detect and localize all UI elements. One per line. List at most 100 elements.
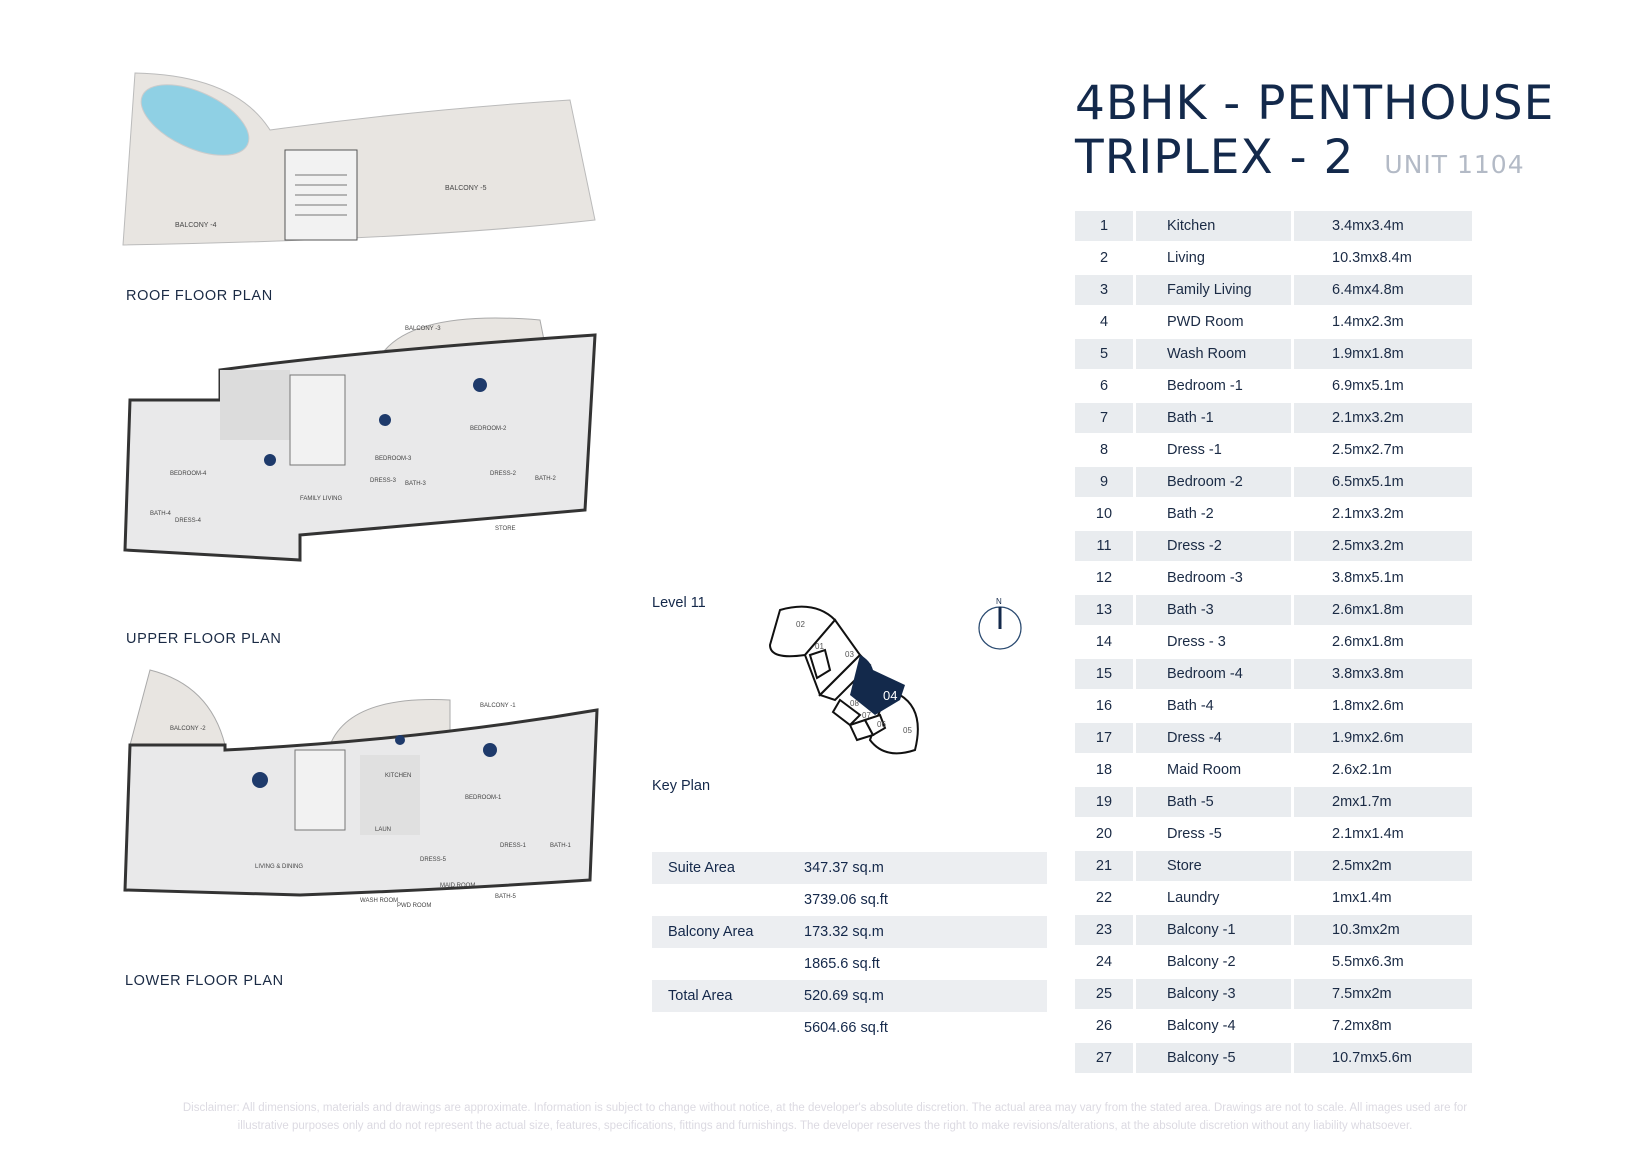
area-value: 347.37 sq.m [804,860,884,876]
key-plan-drawing: 01 02 03 05 06 07 08 04 [768,605,919,755]
room-label: BALCONY -5 [445,185,487,192]
room-row: 24 Balcony -2 5.5mx6.3m [1075,946,1472,978]
unit-label: 05 [903,726,912,735]
room-name: Maid Room [1167,762,1242,778]
room-label: DRESS-1 [500,843,527,849]
area-value: 3739.06 sq.ft [804,892,888,908]
room-name: Dress -1 [1167,442,1222,458]
room-number: 20 [1095,826,1113,842]
room-label: STORE [495,526,516,532]
room-dimensions: 5.5mx6.3m [1332,954,1404,970]
room-label: BALCONY -1 [480,703,516,709]
area-row: Total Area 520.69 sq.m [652,980,1047,1012]
room-label: DRESS-4 [175,518,202,524]
room-dimensions: 2.6mx1.8m [1332,634,1404,650]
room-number: 4 [1099,314,1109,330]
room-name: Bedroom -3 [1167,570,1243,586]
room-number: 10 [1095,506,1113,522]
area-value: 520.69 sq.m [804,988,884,1004]
room-label: DRESS-2 [490,471,517,477]
room-row: 8 Dress -1 2.5mx2.7m [1075,434,1472,466]
room-label: FAMILY LIVING [300,496,342,502]
room-number: 24 [1095,954,1113,970]
room-dimensions: 2.5mx3.2m [1294,531,1472,561]
room-dimensions: 7.5mx2m [1294,979,1472,1009]
upper-floor-plan-drawing: BALCONY -3 BEDROOM-2 BEDROOM-3 BEDROOM-4… [123,317,597,562]
unit-label: 08 [850,699,859,708]
lower-floor-plan-label: LOWER FLOOR PLAN [125,973,284,989]
room-dimensions: 10.3mx8.4m [1332,250,1412,266]
area-label: Total Area [668,988,733,1004]
room-name: Balcony -5 [1136,1043,1291,1073]
room-number: 2 [1099,250,1109,266]
room-name: Bedroom -4 [1136,659,1291,689]
room-label: DRESS-3 [370,478,397,484]
room-dimensions: 6.5mx5.1m [1294,467,1472,497]
roof-floor-plan-drawing: BALCONY -4 BALCONY -5 [122,72,596,246]
unit-label: 01 [815,642,824,651]
key-plan-label: Key Plan [652,778,711,794]
area-label: Balcony Area [668,924,754,940]
room-dimensions: 1.9mx1.8m [1294,339,1472,369]
room-label: BATH-2 [535,476,557,482]
room-label: BATH-4 [150,511,172,517]
north-compass-icon: N [978,597,1022,650]
room-number: 13 [1075,595,1133,625]
area-row: 3739.06 sq.ft [652,884,1047,916]
roof-floor-plan-label: ROOF FLOOR PLAN [126,288,273,304]
area-row: 5604.66 sq.ft [652,1012,1047,1044]
room-number: 8 [1099,442,1109,458]
room-label: BATH-1 [550,843,572,849]
room-number: 25 [1075,979,1133,1009]
room-label: MAID ROOM [440,883,475,889]
room-number: 18 [1095,762,1113,778]
room-number: 26 [1095,1018,1113,1034]
room-name: Bath -5 [1136,787,1291,817]
room-number: 14 [1095,634,1113,650]
room-number: 23 [1075,915,1133,945]
room-number: 15 [1075,659,1133,689]
unit-label-selected: 04 [883,688,897,703]
room-label: PWD ROOM [397,903,431,909]
title-text: TRIPLEX - 2 [1075,130,1355,185]
room-number: 17 [1075,723,1133,753]
disclaimer-line2: illustrative purposes only and do not re… [237,1120,1413,1132]
room-label: DRESS-5 [420,857,447,863]
room-number: 12 [1095,570,1113,586]
room-dimensions: 3.8mx5.1m [1332,570,1404,586]
room-dimensions: 2.5mx2.7m [1332,442,1404,458]
page-title-line1: 4BHK - PENTHOUSE [1075,76,1555,131]
room-name: Balcony -3 [1136,979,1291,1009]
room-name: Dress -2 [1136,531,1291,561]
unit-04-highlight[interactable] [850,655,905,715]
room-number: 11 [1075,531,1133,561]
room-name: Kitchen [1136,211,1291,241]
area-value: 1865.6 sq.ft [804,956,880,972]
room-name: Balcony -2 [1167,954,1236,970]
room-dimensions: 7.2mx8m [1332,1018,1392,1034]
room-name: Bath -2 [1167,506,1214,522]
room-name: Bath -4 [1167,698,1214,714]
room-number: 9 [1075,467,1133,497]
room-dimensions: 6.4mx4.8m [1294,275,1472,305]
unit-label: 02 [796,620,805,629]
room-dimensions: 1.8mx2.6m [1332,698,1404,714]
upper-floor-plan-label: UPPER FLOOR PLAN [126,631,282,647]
room-name: PWD Room [1167,314,1244,330]
room-label: WASH ROOM [360,898,398,904]
